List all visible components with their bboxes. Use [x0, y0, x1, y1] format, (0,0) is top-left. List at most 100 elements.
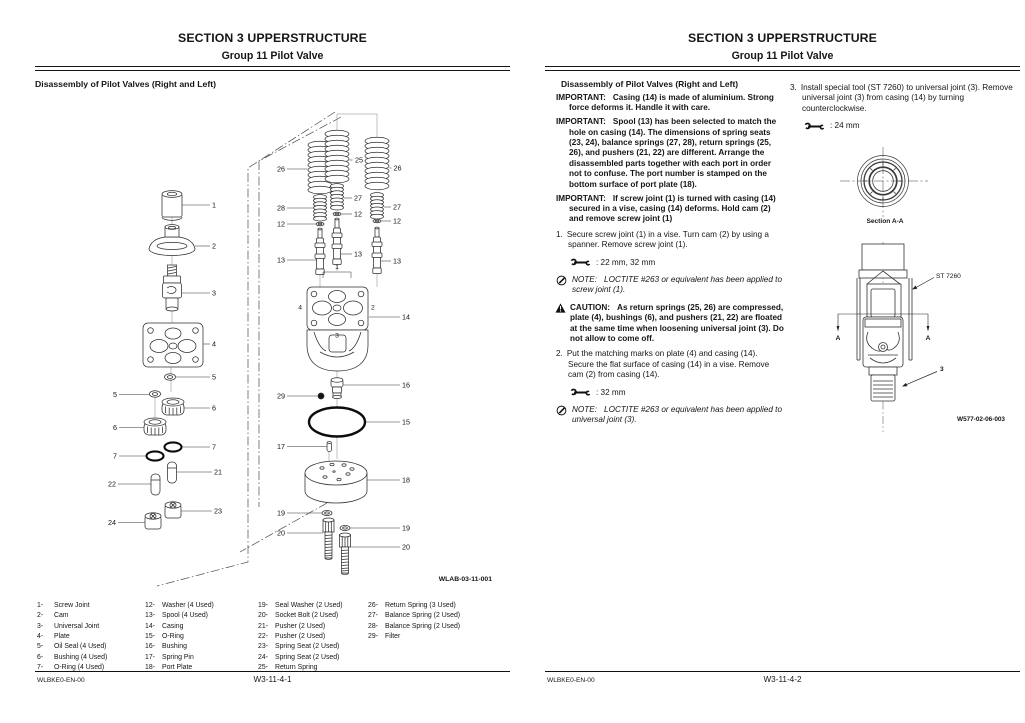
page-right: SECTION 3 UPPERSTRUCTURE Group 11 Pilot …: [545, 0, 1020, 723]
footer-rule: [545, 671, 1020, 672]
part-24-spring-seat: [144, 512, 162, 530]
parts-list-item: 7-O-Ring (4 Used): [37, 664, 105, 672]
parts-list-item: 18-Port Plate: [145, 664, 193, 672]
caution-triangle-icon: [555, 303, 566, 316]
part-12-washer: [372, 218, 382, 224]
parts-list-item: 29-Filter: [368, 633, 401, 641]
parts-list-item: 16-Bushing: [145, 643, 187, 651]
port-2-label: 2: [371, 305, 375, 312]
parts-list-item: 22-Pusher (2 Used): [258, 633, 326, 641]
part-20-socket-bolt: [339, 532, 351, 575]
tool-label: ST 7260: [936, 273, 961, 280]
parts-list-item: 26-Return Spring (3 Used): [368, 602, 456, 609]
callout-6: 6: [212, 404, 216, 413]
parts-list-item: 12-Washer (4 Used): [145, 602, 214, 609]
axis-lines: [154, 113, 378, 462]
callout-1: 1: [212, 201, 216, 210]
part-27-balance-spring: [370, 192, 384, 220]
part-7-o-ring: [145, 450, 165, 462]
figure-id: W577-02-06-003: [957, 416, 1005, 423]
callout-12: 12: [393, 217, 401, 226]
callout-3: 3: [212, 289, 216, 298]
springs: [307, 129, 390, 222]
callout-14: 14: [402, 313, 410, 322]
parts-list-item: 15-O-Ring: [145, 633, 184, 641]
callout-17: 17: [277, 442, 285, 451]
callout-3: 3: [940, 366, 944, 373]
callout-16: 16: [402, 381, 410, 390]
callout-5: 5: [113, 390, 117, 399]
parts-list-item: 17-Spring Pin: [145, 653, 194, 661]
wrench-size-line: : 22 mm, 32 mm: [570, 258, 785, 268]
important-paragraph: IMPORTANT:Casing (14) is made of alumini…: [556, 92, 774, 113]
parts-list-column-1: 1-Screw Joint 2-Cam 3-Universal Joint 4-…: [37, 601, 107, 673]
part-19-seal-washer: [321, 509, 333, 517]
parts-list-item: 23-Spring Seat (2 Used): [258, 643, 340, 651]
section-caption: Section A-A: [866, 218, 904, 225]
part-20-socket-bolt: [322, 517, 335, 560]
callout-13: 13: [393, 257, 401, 266]
page-left: SECTION 3 UPPERSTRUCTURE Group 11 Pilot …: [35, 0, 510, 723]
parts-list-item: 28-Balance Spring (2 Used): [368, 622, 461, 630]
plane-boundary: [156, 111, 342, 587]
doc-code: WLBKE0-EN-00: [37, 677, 85, 684]
part-21-pusher: [167, 461, 177, 484]
arrowhead-icon: [902, 382, 908, 387]
part-28-balance-spring: [313, 194, 327, 222]
important-paragraph: IMPORTANT:If screw joint (1) is turned w…: [556, 193, 776, 224]
part-15-o-ring: [307, 406, 367, 438]
important-paragraph: IMPORTANT:Spool (13) has been selected t…: [556, 117, 777, 189]
section-arrow-label: A: [836, 335, 841, 342]
part-16-bushing: [330, 377, 344, 399]
callout-19: 19: [277, 509, 285, 518]
callout-6: 6: [113, 423, 117, 432]
note-paragraph: NOTE:LOCTITE #263 or equivalent has been…: [556, 405, 785, 426]
wrench-icon: [570, 388, 591, 396]
parts-list-column-4: 26-Return Spring (3 Used) 27-Balance Spr…: [368, 601, 460, 642]
figure-id: WLAB-03-11-001: [439, 576, 492, 583]
doc-code: WLBKE0-EN-00: [547, 677, 595, 684]
part-4-plate: [142, 322, 204, 368]
step-1: 1.Secure screw joint (1) in a vise. Turn…: [556, 229, 769, 250]
part-18-port-plate: [304, 460, 368, 504]
header-rule: [545, 66, 1020, 71]
callout-15: 15: [402, 418, 410, 427]
step-3: 3.Install special tool (ST 7260) to univ…: [790, 83, 1013, 113]
callout-12: 12: [277, 220, 285, 229]
callout-19: 19: [402, 524, 410, 533]
note-pen-icon: [556, 275, 567, 289]
parts-list-item: 27-Balance Spring (2 Used): [368, 612, 461, 620]
callout-23: 23: [214, 507, 222, 516]
parts-list-item: 4-Plate: [37, 633, 70, 641]
text-column-left: Disassembly of Pilot Valves (Right and L…: [555, 79, 785, 426]
wrench-size-line: : 32 mm: [570, 388, 785, 398]
group-title: Group 11 Pilot Valve: [221, 50, 324, 62]
parts-list-item: 6-Bushing (4 Used): [37, 653, 108, 661]
section-title: SECTION 3 UPPERSTRUCTURE: [178, 31, 367, 45]
arrow-down-icon: [836, 326, 840, 332]
wrench-icon: [570, 258, 591, 266]
callout-20: 20: [402, 543, 410, 552]
arrowhead-icon: [912, 285, 918, 290]
group-title: Group 11 Pilot Valve: [731, 50, 834, 62]
part-29-filter: [317, 392, 325, 400]
page-number: W3-11-4-2: [763, 675, 802, 684]
footer-rule: [35, 671, 510, 672]
section-a-a-figure: [840, 147, 928, 217]
callout-26: 26: [277, 165, 285, 174]
part-23-spring-seat: [164, 501, 182, 519]
section-arrow-label: A: [926, 335, 931, 342]
parts-list-column-2: 12-Washer (4 Used) 13-Spool (4 Used) 14-…: [145, 601, 214, 673]
callout-2: 2: [212, 242, 216, 251]
port-1-label: 1: [335, 264, 339, 271]
port-numbers: 1 4 2 3: [298, 264, 375, 340]
part-5-oil-seal: [164, 373, 176, 381]
callout-27: 27: [354, 194, 362, 203]
callout-24: 24: [108, 518, 116, 527]
part-12-washer: [332, 211, 342, 217]
port-4-label: 4: [298, 305, 302, 312]
callout-labels: 1 2 3 4 5 6 7 21 23 5 6 7 22 24 26 25 26…: [108, 156, 410, 552]
callout-25: 25: [355, 156, 363, 165]
part-14-casing: [306, 286, 369, 372]
